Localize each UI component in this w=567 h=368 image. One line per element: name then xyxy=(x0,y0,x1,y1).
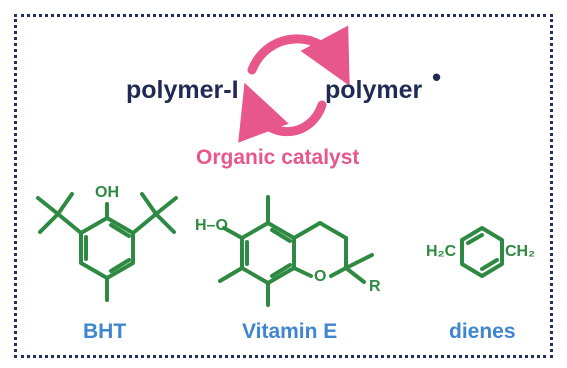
diene-ch2-label: CH₂ xyxy=(505,243,536,260)
vitamin-e-o-label: O xyxy=(314,268,327,285)
vitamin-e-structure xyxy=(218,195,374,307)
diagram-frame xyxy=(14,14,553,358)
radical-dot: • xyxy=(432,62,442,92)
cycle-arrow-bottom xyxy=(238,82,327,143)
vitamin-e-ho-label: H–O xyxy=(195,217,228,234)
vitamin-e-r-label: R xyxy=(369,278,381,295)
bht-structure xyxy=(36,192,178,302)
bht-oh-label: OH xyxy=(95,184,119,201)
species-polymer-radical: polymer xyxy=(325,76,423,104)
catalyst-label: Organic catalyst xyxy=(196,146,360,169)
bht-name: BHT xyxy=(83,320,127,343)
diene-h2c-label: H₂C xyxy=(426,243,457,260)
dienes-name: dienes xyxy=(449,320,516,343)
cycle-arrow-top xyxy=(247,25,350,86)
vitamin-e-name: Vitamin E xyxy=(242,320,338,343)
species-polymer-iodide: polymer-I xyxy=(126,76,239,104)
diene-structure xyxy=(460,226,504,278)
